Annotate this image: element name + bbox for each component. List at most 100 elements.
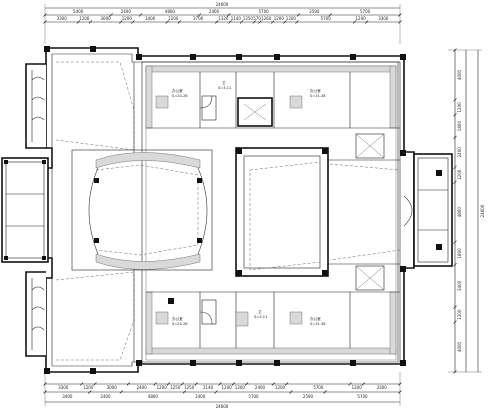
top-dimension-tier3-label: 3000 — [101, 16, 112, 21]
bottom-dimension-tier3-label: 3300 — [58, 385, 69, 390]
top-dimension-tier3-tick — [270, 20, 275, 24]
room-labels: 办公室 S=20.28 卫 S=3.11 办公室 S=31.38 办公室 S=2… — [172, 81, 326, 326]
bottom-dimension-tier3-label: 1200 — [83, 385, 94, 390]
left-entrance-porch — [1, 157, 49, 263]
top-dimension-tier3-tick — [295, 20, 299, 24]
top-dimension-tier3-tick — [215, 20, 219, 24]
bottom-dimension-tier3-tick — [398, 382, 402, 386]
top-dimension-tier3-label: 1200 — [356, 16, 367, 21]
bottom-dimension-tier3-tick — [231, 382, 235, 386]
bottom-dimension-tier3-tick — [361, 382, 366, 386]
bottom-dimension-tier2-label: 5700 — [357, 394, 368, 399]
top-dimension-tier3-label: 3300 — [378, 16, 389, 21]
top-dimension-tier2-tick — [328, 13, 332, 17]
right-hall — [328, 159, 401, 265]
right-dimension-chain: 24600 4000 1200 1800 2400 1200 4800 1800 3400 12… — [448, 48, 485, 374]
top-dimension-tier3-tick — [364, 20, 369, 24]
bottom-dimension-tier3-label: 2400 — [255, 385, 266, 390]
top-dimension-tier3-label: 3400 — [145, 16, 156, 21]
right-dimension-tier1-label: 1800 — [457, 248, 462, 259]
bottom-dimension-tier3-tick — [194, 382, 198, 386]
room-area-bottom-left-office: S=20.28 — [172, 322, 188, 326]
bottom-dimension-tier2-tick — [43, 390, 47, 394]
bottom-dimension-tier2-label: 2400 — [100, 394, 111, 399]
top-dimension-tier3-tick — [398, 20, 402, 24]
top-dimension-tier3-tick — [76, 20, 81, 24]
right-dimension-tier1-tick — [453, 48, 457, 52]
right-dimension-tier1-tick — [453, 262, 457, 267]
central-round-hall — [71, 149, 213, 271]
bottom-dimension-tier3-label: 1250 — [184, 385, 195, 390]
bottom-dimension-tier2-label: 2400 — [195, 394, 206, 399]
bottom-dimension-tier3-label: 2140 — [203, 385, 214, 390]
bottom-dimension-tier3-tick — [93, 382, 97, 386]
top-dimension-tier3-tick — [119, 20, 123, 24]
top-dimension-tier3-tick — [131, 20, 135, 24]
top-dimension-tier3-label: 1200 — [122, 16, 133, 21]
outer-walls — [45, 47, 415, 373]
right-dimension-tier1-label: 4000 — [457, 341, 462, 352]
room-name-top-left-office: 办公室 — [172, 88, 183, 93]
right-dimension-tier1-label: 1800 — [457, 121, 462, 132]
bottom-dimension-tier3-tick — [153, 382, 157, 386]
bottom-dimension-tier2-tick — [214, 390, 218, 394]
right-dimension-tier1-label: 2400 — [457, 147, 462, 158]
top-dimension-tier3-tick — [283, 20, 287, 24]
bottom-office-wing — [145, 265, 400, 355]
room-area-bottom-right-office: S=31.38 — [310, 322, 326, 326]
top-dimension-tier3-tick — [258, 20, 262, 24]
bottom-dimension-tier3-tick — [126, 382, 131, 386]
right-overall-dimension: 24600 — [480, 204, 485, 217]
bottom-dimension-tier3-label: 1200 — [157, 385, 168, 390]
top-dimension-tier2-label: 5400 — [73, 9, 84, 14]
bottom-dimension-tier3-tick — [166, 382, 171, 386]
bottom-dimension-tier2-tick — [323, 390, 327, 394]
top-dimension-tier3-tick — [239, 20, 244, 24]
top-dimension-tier2-label: 5700 — [360, 9, 371, 14]
top-dimension-tier2-label: 2400 — [209, 9, 220, 14]
right-dimension-tier1-label: 3400 — [457, 280, 462, 291]
right-dimension-tier1-label: 1200 — [457, 169, 462, 180]
left-bay-windows — [25, 63, 46, 357]
bottom-dimension-tier3-label: 1200 — [352, 385, 363, 390]
room-area-top-wc: S=3.11 — [218, 86, 231, 90]
top-dimension-tier3-tick — [177, 20, 182, 24]
top-dimension-tier3-label: 570 — [253, 16, 261, 21]
right-dimension-tier1-tick — [453, 98, 457, 102]
top-dimension-tier3-label: 1260 — [261, 16, 272, 21]
bottom-dimension-tier3-label: 2400 — [137, 385, 148, 390]
top-dimension-tier3-label: 3700 — [193, 16, 204, 21]
bottom-dimension-tier2-tick — [398, 390, 402, 394]
room-name-top-wc: 卫 — [222, 81, 226, 85]
right-dimension-tier1-label: 1200 — [457, 102, 462, 113]
top-dimension-tier3-tick — [352, 20, 357, 24]
bottom-dimension-tier3-label: 1200 — [222, 385, 233, 390]
room-name-top-right-office: 办公室 — [310, 88, 321, 93]
right-dimension-tier1-tick — [453, 370, 457, 374]
top-dimension-tier3-label: 5700 — [321, 16, 332, 21]
right-dimension-tier1-tick — [453, 240, 457, 244]
top-dimension-tier3-tick — [228, 20, 232, 24]
room-name-bottom-right-office: 办公室 — [310, 316, 321, 321]
right-dimension-tier1-tick — [453, 135, 457, 140]
right-dimension-tier1-tick — [453, 113, 457, 117]
top-dimension-tier2-tick — [197, 13, 202, 17]
right-dimension-tier1-label: 1200 — [457, 309, 462, 320]
right-dimension-tier1-tick — [453, 180, 457, 185]
top-dimension-tier3-label: 1140 — [231, 16, 242, 21]
bottom-dimension-tier3-label: 1250 — [170, 385, 181, 390]
bottom-dimension-tier2-label: 5700 — [248, 394, 259, 399]
bottom-overall-dimension: 24600 — [216, 404, 229, 409]
top-dimension-tier3-tick — [165, 20, 169, 24]
bottom-dimension-tier3-label: 1200 — [275, 385, 286, 390]
top-dimension-tier3-label: 1200 — [79, 16, 90, 21]
bottom-dimension-tier2-label: 4800 — [148, 394, 159, 399]
right-dimension-tier1-label: 4800 — [457, 207, 462, 218]
bottom-dimension-tier3-tick — [180, 382, 184, 386]
top-office-wing — [145, 65, 400, 159]
room-area-top-right-office: S=31.38 — [310, 94, 326, 98]
right-dimension-tier1-tick — [453, 305, 457, 309]
top-dimension-tier2-label: 2590 — [309, 9, 320, 14]
